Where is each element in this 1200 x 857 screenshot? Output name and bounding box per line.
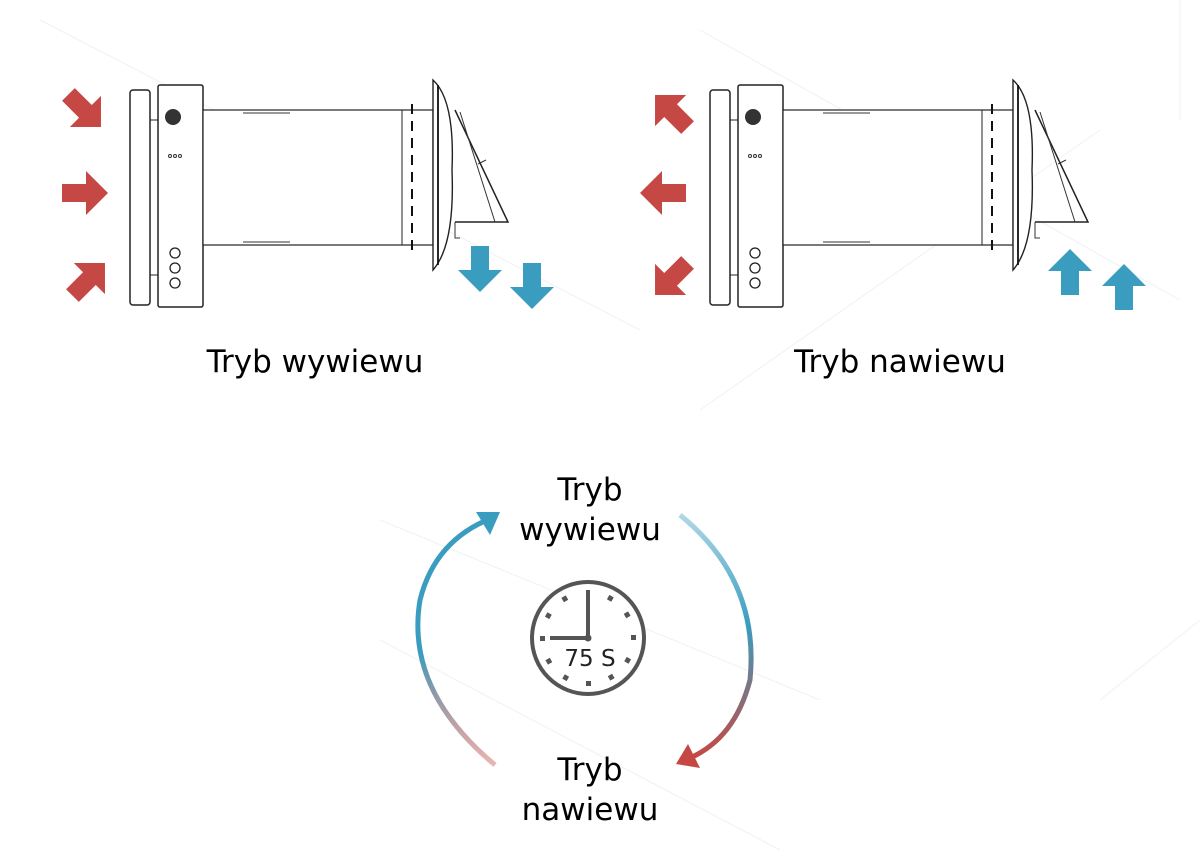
- arrow-icon: [62, 171, 108, 215]
- arrow-icon: [640, 171, 686, 215]
- timer-text: 75 S: [564, 646, 616, 672]
- arrow-icon: [510, 263, 554, 309]
- arrow-icon: [56, 247, 121, 312]
- caption-exhaust-mode: Tryb wywiewu: [206, 344, 424, 380]
- cycle-arrows: [415, 512, 754, 768]
- cycle-top-label-line2: wywiewu: [519, 512, 661, 549]
- cycle-arrow-left: [415, 515, 497, 767]
- cycle-bottom-label-line1: Tryb: [557, 752, 623, 788]
- cycle-arrow-right: [678, 513, 754, 761]
- arrow-icon: [639, 79, 704, 144]
- indoor-arrows-out: [639, 79, 704, 311]
- indoor-arrows-in: [52, 78, 121, 312]
- outdoor-arrows-up: [1048, 249, 1146, 310]
- cycle-arrow-left-head: [476, 512, 500, 535]
- cycle-bottom-label-line2: nawiewu: [521, 792, 659, 829]
- arrow-icon: [52, 78, 117, 143]
- device-supply-mode: [709, 79, 1089, 308]
- outdoor-arrows-down: [458, 246, 554, 309]
- arrow-icon: [639, 246, 704, 311]
- cycle-top-label-line1: Tryb: [557, 472, 623, 508]
- cycle-top-label: Tryb wywiewu: [480, 470, 700, 551]
- arrow-icon: [1102, 264, 1146, 310]
- arrow-icon: [458, 246, 502, 292]
- clock-icon: [530, 580, 646, 696]
- device-exhaust-mode: [129, 79, 509, 308]
- arrow-icon: [1048, 249, 1092, 295]
- caption-supply-mode: Tryb nawiewu: [794, 344, 1006, 380]
- cycle-arrow-right-head: [676, 744, 700, 768]
- cycle-bottom-label: Tryb nawiewu: [480, 750, 700, 831]
